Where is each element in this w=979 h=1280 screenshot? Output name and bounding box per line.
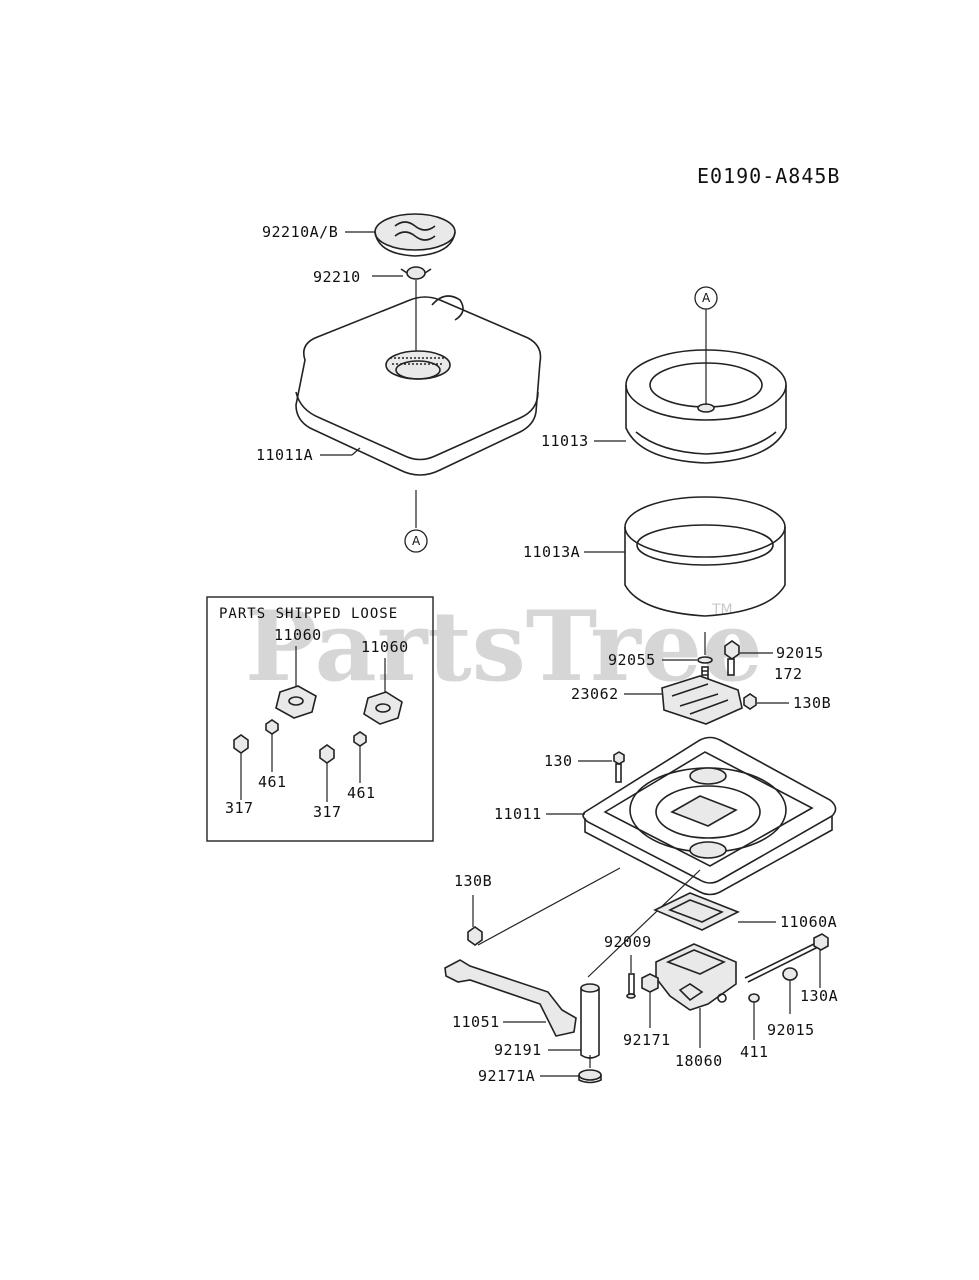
label-130A: 130A <box>800 987 838 1005</box>
pin[interactable] <box>626 973 636 999</box>
air-cleaner-cover[interactable] <box>295 295 542 476</box>
label-130B-left: 130B <box>454 872 492 890</box>
breather-cover[interactable] <box>661 675 743 725</box>
label-92055: 92055 <box>608 651 656 669</box>
bolt-130B-top[interactable] <box>743 693 757 710</box>
label-172: 172 <box>774 665 803 683</box>
label-92210: 92210 <box>313 268 361 286</box>
pre-cleaner[interactable] <box>624 496 786 617</box>
label-92009: 92009 <box>604 933 652 951</box>
label-130: 130 <box>544 752 573 770</box>
label-92171A: 92171A <box>478 1067 535 1085</box>
label-11013: 11013 <box>541 432 589 450</box>
holder[interactable] <box>655 943 737 1011</box>
bracket-axis <box>477 867 621 946</box>
label-11060A: 11060A <box>780 913 837 931</box>
loose-label-11060-left: 11060 <box>274 626 322 644</box>
label-411: 411 <box>740 1043 769 1061</box>
loose-label-317-left: 317 <box>225 799 254 817</box>
label-92210AB: 92210A/B <box>262 223 338 241</box>
gasket[interactable] <box>653 892 740 931</box>
loose-box-title: PARTS SHIPPED LOOSE <box>219 606 398 622</box>
filter-cap[interactable] <box>374 213 456 257</box>
nut[interactable] <box>724 640 740 676</box>
label-92191: 92191 <box>494 1041 542 1059</box>
label-11013A: 11013A <box>523 543 580 561</box>
lock-washer[interactable] <box>748 993 760 1003</box>
svg-text:A: A <box>412 534 421 548</box>
long-bolt[interactable] <box>744 933 829 983</box>
loose-nut-317-left[interactable] <box>233 734 249 754</box>
washer[interactable] <box>697 656 713 664</box>
bolt-130B-left[interactable] <box>467 926 483 946</box>
hose[interactable] <box>580 983 600 1059</box>
loose-label-317-right: 317 <box>313 803 342 821</box>
loose-label-461-right: 461 <box>347 784 376 802</box>
leader-11011A-tick <box>351 447 361 456</box>
washer-92015-bottom[interactable] <box>782 967 798 981</box>
bracket[interactable] <box>444 959 577 1037</box>
loose-washer-461-left[interactable] <box>265 719 279 735</box>
label-92015-bottom: 92015 <box>767 1021 815 1039</box>
spacer[interactable] <box>641 973 659 993</box>
hose-clamp[interactable] <box>578 1069 602 1084</box>
loose-washer-461-right[interactable] <box>353 731 367 747</box>
loose-gasket-left[interactable] <box>275 685 317 719</box>
label-92171: 92171 <box>623 1031 671 1049</box>
air-cleaner-base[interactable] <box>582 736 837 896</box>
bolt-130[interactable] <box>613 751 625 783</box>
label-23062: 23062 <box>571 685 619 703</box>
diagram-code: E0190-A845B <box>697 164 840 188</box>
ref-marker-a-bottom: A <box>404 529 428 553</box>
label-11051: 11051 <box>452 1013 500 1031</box>
label-92015-top: 92015 <box>776 644 824 662</box>
loose-nut-317-right[interactable] <box>319 744 335 764</box>
label-11011A: 11011A <box>256 446 313 464</box>
wing-nut[interactable] <box>400 266 432 280</box>
label-130B-top: 130B <box>793 694 831 712</box>
svg-text:A: A <box>702 291 711 305</box>
hose-axis <box>587 869 701 978</box>
label-18060: 18060 <box>675 1052 723 1070</box>
parts-shipped-loose-box: PARTS SHIPPED LOOSE 11060 11060 461 461 … <box>206 596 434 842</box>
label-11011: 11011 <box>494 805 542 823</box>
loose-gasket-right[interactable] <box>363 691 403 725</box>
filter-element[interactable] <box>625 349 787 464</box>
ref-marker-a-top: A <box>694 286 718 310</box>
loose-label-461-left: 461 <box>258 773 287 791</box>
loose-label-11060-right: 11060 <box>361 638 409 656</box>
